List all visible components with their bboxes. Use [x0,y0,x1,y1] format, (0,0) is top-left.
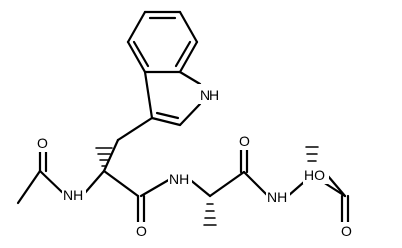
amide-nh-1-label: NH [63,187,83,203]
amide-nh-2-label: NH [169,171,189,187]
amide-nh-3-label: NH [267,189,287,205]
indole-pyrrole-ring [143,70,202,127]
trp-side-chain [102,116,154,173]
carbonyl-o-1-label: O [136,223,147,239]
carboxyl-o-label: O [341,223,352,239]
acetyl-o-label: O [37,135,48,151]
peptide-backbone [16,144,350,224]
atom-labels: N H O NH O NH O NH HO O [35,84,353,240]
indole-h-label: H [209,87,219,103]
indole-n-label: N [200,87,210,103]
indole-benzene-ring [126,10,199,74]
carbonyl-o-2-label: O [239,133,250,149]
hydroxyl-label: HO [304,167,325,183]
stereo-wedges [95,146,319,226]
